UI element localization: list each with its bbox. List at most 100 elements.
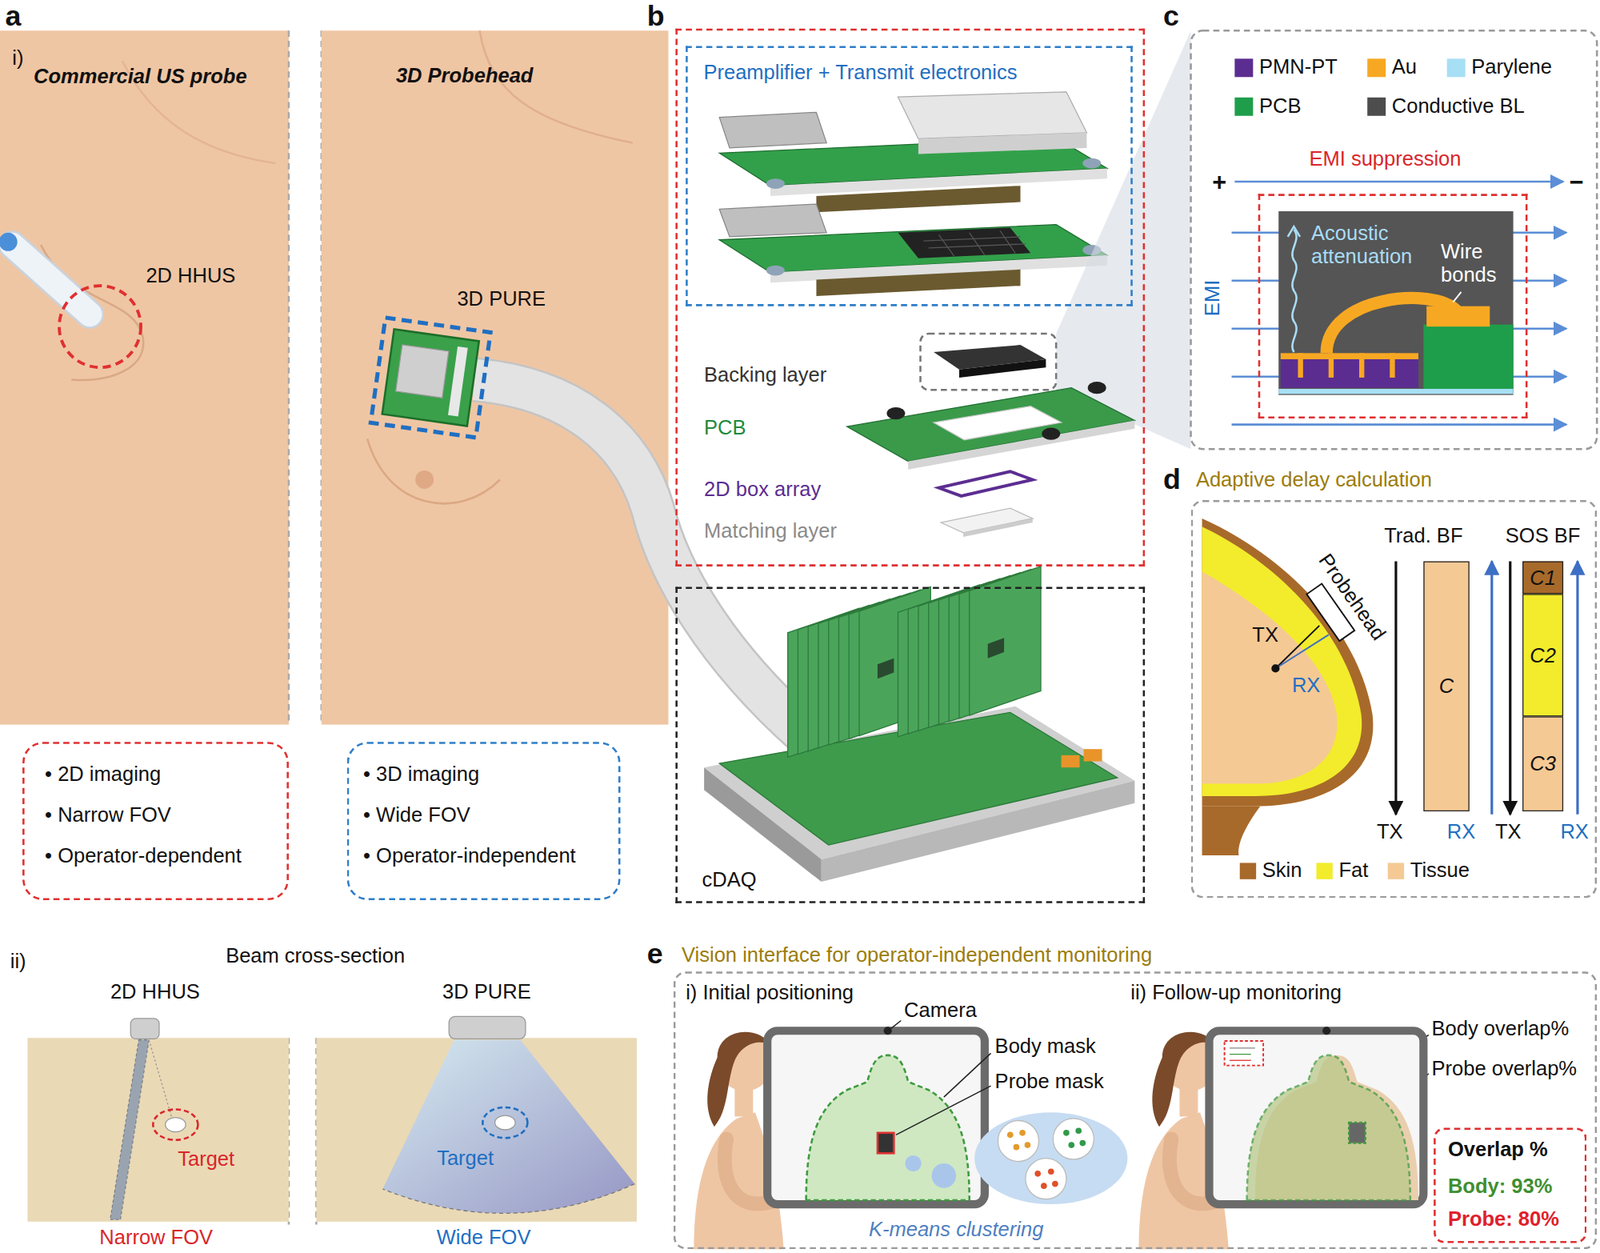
legend-swatch: [1234, 58, 1253, 77]
narrow-beam: [110, 1018, 199, 1220]
legend-entry: Skin: [1240, 858, 1303, 882]
beam-path: [1271, 625, 1328, 673]
feature-box-text: • 2D imaging: [44, 762, 161, 786]
figure-label: Wide FOV: [436, 1226, 532, 1250]
handheld-probe: [0, 232, 18, 252]
electronics-boards: [719, 112, 827, 148]
feature-box-text: • Narrow FOV: [44, 803, 172, 827]
panel-box: Vision interface for operator-independen…: [673, 971, 1597, 1249]
electronics-boards: [719, 204, 827, 237]
speed-layer-text: C1: [1529, 565, 1556, 589]
torso-front-view: [367, 438, 500, 504]
daq-box-text: cDAQ: [702, 868, 757, 892]
legend-swatch: [1388, 862, 1404, 879]
figure-label: i) Initial positioning: [685, 980, 854, 1004]
delay-arrows: [1576, 561, 1579, 815]
kmeans-clusters: [1052, 1180, 1059, 1188]
cdaq-boards: [969, 566, 1041, 716]
transducer-cross-section: [1297, 352, 1303, 378]
kmeans-clusters: [1048, 1168, 1055, 1175]
electronics-boards: [766, 178, 785, 189]
breast-cross-section: [1202, 518, 1374, 807]
tablet: [1208, 1026, 1424, 1204]
figure-label: RX: [1447, 820, 1476, 844]
transducer-cross-section: [1452, 292, 1461, 303]
legend-entry: Conductive BL: [1367, 94, 1525, 118]
breast-cross-section: [1202, 518, 1374, 856]
electronics-boards: [1082, 158, 1101, 169]
speed-layer: C: [1423, 561, 1469, 812]
electronics-boards: [719, 92, 1108, 296]
person: [707, 1032, 772, 1128]
figure-label: Narrow FOV: [99, 1226, 213, 1250]
legend-swatch: [1367, 58, 1386, 77]
figure-label: ii) Follow-up monitoring: [1130, 980, 1342, 1004]
tablet: [1224, 1040, 1264, 1066]
zoom-wedge: [1056, 30, 1191, 449]
handheld-probe: [0, 232, 141, 368]
kmeans-clusters: [1013, 1144, 1020, 1151]
feature-box-text: • 3D imaging: [363, 762, 480, 786]
leader-line: [896, 1085, 992, 1135]
figure-label: TX: [1252, 623, 1279, 647]
transducer-cross-section: [1278, 211, 1513, 396]
breast-cross-section: [1202, 806, 1261, 856]
backing-layer: [920, 333, 1057, 390]
kmeans-clusters: [1019, 1129, 1026, 1136]
narrow-beam: [110, 1040, 149, 1220]
kmeans-clusters: [1063, 1129, 1070, 1136]
emi-field-arrows: [1232, 181, 1567, 425]
legend-text: Conductive BL: [1392, 94, 1525, 118]
probe-cable: [474, 379, 807, 735]
figure-label: TX: [1495, 820, 1522, 844]
speed-layer: C3: [1522, 716, 1564, 812]
legend-text: Skin: [1262, 858, 1303, 882]
legend-swatch: [1447, 58, 1466, 77]
backing-layer: [920, 333, 1057, 390]
kmeans-clusters: [1034, 1170, 1041, 1177]
figure-label: e: [647, 937, 664, 971]
legend-text: Fat: [1338, 858, 1368, 882]
tablet: [1229, 1053, 1252, 1055]
speed-layer-text: C3: [1529, 752, 1556, 776]
beam-path: [1275, 634, 1328, 668]
figure-label: RX: [1560, 820, 1588, 844]
probehead-stack-box-text: Backing layer: [704, 363, 827, 387]
torso-front-view: [479, 30, 632, 143]
tablet: [1348, 1122, 1365, 1144]
probe-cable: [474, 379, 807, 735]
transducer-cross-section: [1292, 229, 1296, 352]
overlap-box-text: Overlap %: [1448, 1137, 1548, 1161]
figure-label: 3D Probehead: [396, 64, 534, 88]
kmeans-clusters: [1025, 1158, 1067, 1200]
narrow-beam: [148, 1040, 172, 1117]
legend-swatch: [1367, 96, 1386, 116]
panel-divider: [288, 30, 291, 724]
feature-box: • 3D imaging• Wide FOV• Operator-indepen…: [347, 741, 621, 900]
electronics-boards: [766, 265, 785, 276]
delay-arrows: [1508, 561, 1512, 815]
kmeans-clusters: [1007, 1132, 1014, 1139]
figure-label: Probe mask: [995, 1069, 1104, 1093]
narrow-beam: [165, 1117, 187, 1132]
figure-label: RX: [1292, 673, 1320, 697]
tablet: [767, 1026, 985, 1204]
probehead-stack-box-text: 2D box array: [704, 477, 821, 501]
matching-layer: [963, 518, 1033, 537]
cdaq-base: [719, 712, 1117, 845]
legend-entry: Tissue: [1388, 858, 1470, 882]
tablet: [884, 1026, 892, 1035]
kmeans-clusters: [974, 1112, 1128, 1204]
figure-label: Probe overlap%: [1432, 1056, 1578, 1080]
wide-beam: [482, 1107, 528, 1138]
overlap-box: Overlap %Body: 93%Probe: 80%: [1433, 1127, 1587, 1243]
figure-label: −: [1569, 167, 1584, 196]
narrow-beam: [152, 1108, 198, 1140]
tissue-block: [27, 1037, 636, 1222]
tablet: [1229, 1060, 1252, 1061]
tablet: [1208, 1030, 1424, 1204]
legend-entry: Parylene: [1447, 56, 1552, 80]
figure-label: Camera: [904, 998, 977, 1022]
kmeans-clusters: [1068, 1141, 1075, 1148]
